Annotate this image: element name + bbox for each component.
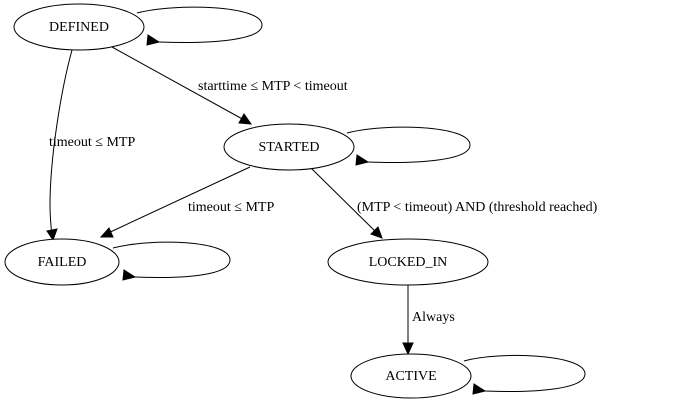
state-node-active[interactable]: ACTIVE <box>350 353 472 399</box>
edge-started-self-arrowhead <box>355 154 370 166</box>
edge-label-always: Always <box>412 310 455 325</box>
edge-defined-to-started-path <box>111 46 247 122</box>
edge-defined-to-started <box>111 46 253 125</box>
edge-started-to-locked-in <box>310 167 383 239</box>
state-node-failed-ellipse[interactable] <box>4 238 120 286</box>
edge-active-self-loop <box>463 354 586 395</box>
state-node-defined-ellipse[interactable] <box>13 3 145 51</box>
edge-started-to-failed <box>99 166 251 238</box>
edge-defined-to-failed-path <box>49 49 73 237</box>
edge-started-self-path <box>346 126 471 163</box>
state-node-failed-label: FAILED <box>38 255 87 270</box>
edge-started-to-locked-in-arrowhead <box>370 226 383 239</box>
state-node-locked-in-ellipse[interactable] <box>327 238 489 286</box>
edge-locked-in-to-active <box>402 285 414 356</box>
edge-active-self-path <box>463 354 586 392</box>
edge-defined-self-path <box>136 6 263 43</box>
edge-started-to-failed-path <box>105 166 251 235</box>
state-node-active-ellipse[interactable] <box>350 353 472 399</box>
edge-defined-self-arrowhead <box>146 34 161 46</box>
edge-defined-to-started-arrowhead <box>238 113 253 125</box>
edge-label-starttime-mtp-timeout: starttime ≤ MTP < timeout <box>198 79 348 94</box>
state-node-started[interactable]: STARTED <box>223 123 355 171</box>
edge-defined-to-failed-arrowhead <box>46 228 58 242</box>
edge-active-self-arrowhead <box>472 383 487 395</box>
edge-failed-self-arrowhead <box>122 269 137 281</box>
edge-defined-to-failed <box>46 49 73 242</box>
state-node-locked-in-label: LOCKED_IN <box>369 255 448 270</box>
state-node-started-label: STARTED <box>258 140 319 155</box>
edge-started-self-loop <box>346 126 471 166</box>
state-node-locked-in[interactable]: LOCKED_IN <box>327 238 489 286</box>
state-node-started-ellipse[interactable] <box>223 123 355 171</box>
edge-label-mtp-timeout-threshold: (MTP < timeout) AND (threshold reached) <box>357 200 598 215</box>
edge-locked-in-to-active-arrowhead <box>402 342 414 356</box>
edge-started-to-failed-arrowhead <box>99 227 114 238</box>
state-node-failed[interactable]: FAILED <box>4 238 120 286</box>
state-node-defined[interactable]: DEFINED <box>13 3 145 51</box>
edge-label-timeout-mtp-started-failed: timeout ≤ MTP <box>188 200 274 215</box>
state-node-defined-label: DEFINED <box>49 20 109 35</box>
edge-failed-self-path <box>112 241 231 278</box>
edge-failed-self-loop <box>112 241 231 281</box>
edge-defined-self-loop <box>136 6 263 46</box>
edge-label-timeout-mtp-defined-failed: timeout ≤ MTP <box>49 135 135 150</box>
state-node-active-label: ACTIVE <box>385 369 436 384</box>
edge-started-to-locked-in-path <box>310 167 379 235</box>
